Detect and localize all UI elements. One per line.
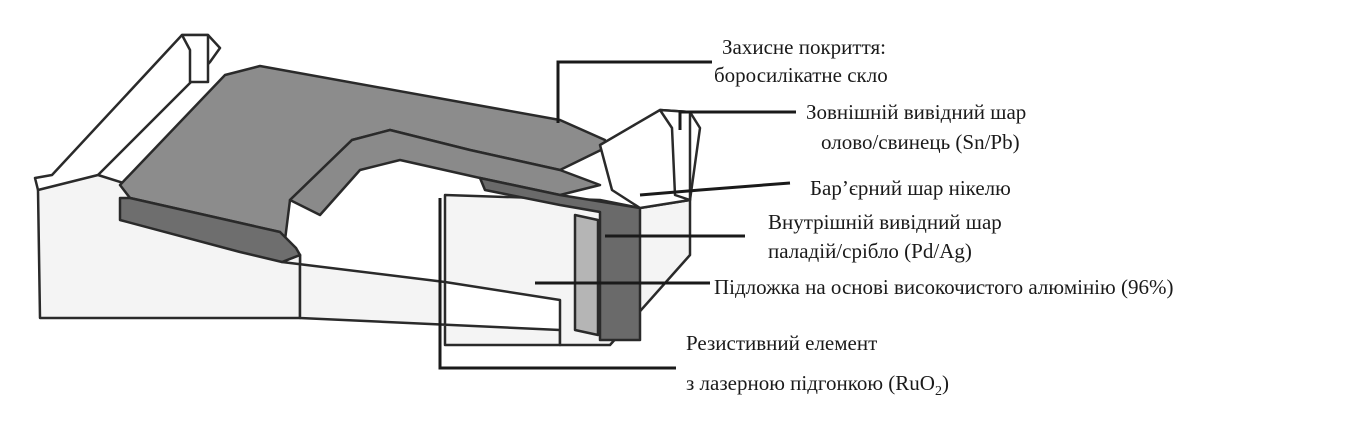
label-resistive-line2-close: )	[941, 371, 949, 395]
glass-coating-slope	[288, 128, 602, 217]
label-resistive-line1: Резистивний елемент	[686, 331, 878, 355]
label-outer-line2: олово/свинець (Sn/Pb)	[821, 130, 1020, 154]
label-resistive-line2-text: з лазерною підгонкою (RuO	[686, 371, 935, 395]
label-inner-line1: Внутрішній вивідний шар	[768, 210, 1002, 234]
label-coating-line1: Захисне покриття:	[722, 35, 886, 59]
nickel-barrier-layer	[478, 176, 642, 342]
leader-lines	[438, 60, 796, 370]
label-outer-line1: Зовнішній вивідний шар	[806, 100, 1027, 124]
substrate-step	[280, 253, 562, 347]
label-coating-line2: боросилікатне скло	[714, 63, 888, 87]
label-inner-line2: паладій/срібло (Pd/Ag)	[768, 239, 972, 263]
substrate-right-face	[443, 193, 692, 347]
label-resistive-line2-subscript: 2	[934, 384, 942, 400]
leader-resistive	[438, 198, 676, 370]
glass-coating-edge	[118, 196, 302, 264]
label-substrate: Підложка на основі високочистого алюміні…	[714, 275, 1174, 299]
label-barrier: Бар’єрний шар нікелю	[810, 176, 1011, 200]
label-resistive-line2: з лазерною підгонкою (RuO2)	[686, 370, 949, 405]
left-terminal-fold	[180, 33, 210, 84]
leader-outer	[678, 110, 796, 130]
pdag-inner-layer	[573, 213, 600, 337]
leader-coating	[556, 60, 712, 123]
leader-barrier	[639, 181, 791, 197]
